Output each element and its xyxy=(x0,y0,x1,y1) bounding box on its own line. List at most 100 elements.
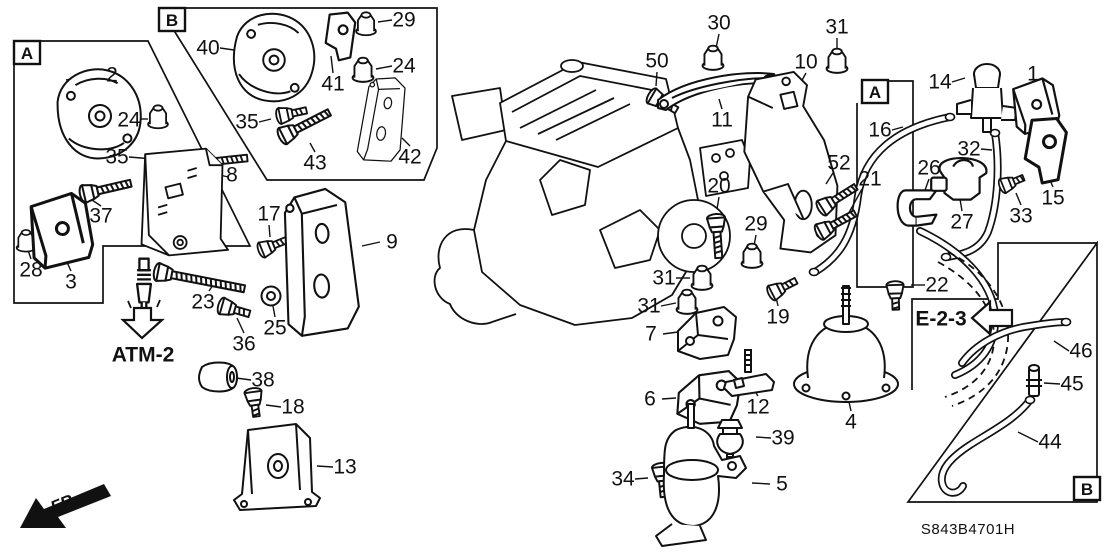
section-markers-layer: A B A B xyxy=(12,6,1102,502)
leader-line xyxy=(1043,382,1061,385)
leader-line xyxy=(330,55,334,74)
leader-line xyxy=(755,436,772,439)
part-number-43: 43 xyxy=(303,152,326,175)
e23-left-arrow-icon xyxy=(970,299,1014,337)
part-callout-8: 8 xyxy=(140,147,238,257)
part-number-22: 22 xyxy=(925,274,948,297)
ref-link-e23: E-2-3 xyxy=(915,299,1014,337)
part-callout-35: 35 xyxy=(235,106,308,134)
part-number-32: 32 xyxy=(957,138,980,161)
part-number-15: 15 xyxy=(1041,187,1064,210)
region-a-right xyxy=(856,80,914,288)
ref-link-atm2: ATM-2 xyxy=(112,306,174,367)
section-marker-a-2: A xyxy=(860,78,890,105)
part-callout-45: 45 xyxy=(1026,364,1084,397)
part-callout-31: 31 xyxy=(652,264,714,291)
leader-line xyxy=(718,98,723,110)
part-drawing-31 xyxy=(690,264,714,291)
part-callout-29: 29 xyxy=(740,213,768,269)
marker-letter: A xyxy=(869,83,881,102)
part-drawing-25 xyxy=(260,285,282,307)
part-callout-5: 5 xyxy=(655,403,788,547)
part-number-3: 3 xyxy=(65,271,77,294)
part-drawing-14 xyxy=(956,63,1018,133)
part-drawing-41 xyxy=(324,11,357,62)
part-number-10: 10 xyxy=(794,51,817,74)
part-number-33: 33 xyxy=(1009,205,1032,228)
marker-box xyxy=(1072,475,1102,502)
part-callout-12: 12 xyxy=(723,349,775,419)
part-callout-18: 18 xyxy=(243,387,305,419)
region-b-top xyxy=(158,7,438,181)
part-callout-2: 2 xyxy=(56,64,142,160)
part-drawing-45 xyxy=(1026,364,1042,397)
part-drawing-33 xyxy=(997,174,1026,195)
part-number-2: 2 xyxy=(106,64,118,87)
leader-line xyxy=(980,148,993,151)
part-callout-31: 31 xyxy=(637,288,699,318)
part-number-26: 26 xyxy=(917,157,940,180)
part-number-36: 36 xyxy=(232,333,255,356)
leader-line xyxy=(959,198,963,212)
part-number-13: 13 xyxy=(333,456,356,479)
part-drawing-22 xyxy=(885,280,905,311)
leader-line xyxy=(825,172,834,185)
part-callout-25: 25 xyxy=(260,285,287,340)
part-drawing-23 xyxy=(152,262,247,294)
part-callout-3: 3 xyxy=(29,191,95,294)
leader-line xyxy=(1053,340,1070,352)
part-drawing-19 xyxy=(766,277,799,302)
part-callout-30: 30 xyxy=(701,12,731,71)
part-drawing-20 xyxy=(706,212,726,260)
leader-line xyxy=(309,142,316,153)
marker-letter: B xyxy=(166,11,178,30)
part-drawing-40 xyxy=(232,12,316,103)
marker-box xyxy=(157,6,187,33)
leader-line xyxy=(375,65,393,70)
leader-line xyxy=(951,77,966,83)
part-number-35: 35 xyxy=(235,111,258,134)
part-number-44: 44 xyxy=(1038,431,1062,454)
leader-line xyxy=(1017,431,1039,443)
part-drawing-18 xyxy=(243,387,263,418)
section-marker-b-1: B xyxy=(157,6,187,33)
marker-box xyxy=(12,39,42,66)
atm-plug-drawing xyxy=(135,257,153,311)
plug-gap-marks xyxy=(127,299,161,309)
section-region-outlines xyxy=(13,7,1098,503)
part-callout-46: 46 xyxy=(1053,340,1093,363)
part-callout-32: 32 xyxy=(957,138,993,161)
part-drawing-29 xyxy=(740,242,764,269)
part-drawing-24 xyxy=(147,104,169,130)
section-marker-a-0: A xyxy=(12,39,42,66)
part-callout-41: 41 xyxy=(321,11,357,96)
part-drawing-37 xyxy=(78,178,133,204)
leader-line xyxy=(235,377,252,381)
leader-line xyxy=(655,71,658,87)
part-number-9: 9 xyxy=(386,231,398,254)
part-number-19: 19 xyxy=(766,306,789,329)
marker-letter: B xyxy=(1081,480,1093,499)
part-callout-7: 7 xyxy=(645,306,737,360)
part-drawing-26 xyxy=(896,189,938,227)
part-number-31: 31 xyxy=(825,16,848,39)
leader-line xyxy=(1015,192,1022,206)
part-number-27: 27 xyxy=(950,211,973,234)
leader-line xyxy=(716,196,720,210)
part-number-29: 29 xyxy=(744,213,767,236)
part-callout-14: 14 xyxy=(928,63,1018,133)
marker-letter: A xyxy=(21,44,33,63)
leader-line xyxy=(751,482,771,485)
part-callout-31: 31 xyxy=(825,16,849,74)
region-e23-divider xyxy=(911,242,1097,390)
section-marker-b-3: B xyxy=(1072,475,1102,502)
part-number-28: 28 xyxy=(19,259,42,282)
part-callout-36: 36 xyxy=(216,296,256,356)
e23-label: E-2-3 xyxy=(915,308,966,331)
part-drawing-8 xyxy=(140,147,229,257)
leader-line xyxy=(361,241,381,247)
leader-line xyxy=(891,126,904,131)
